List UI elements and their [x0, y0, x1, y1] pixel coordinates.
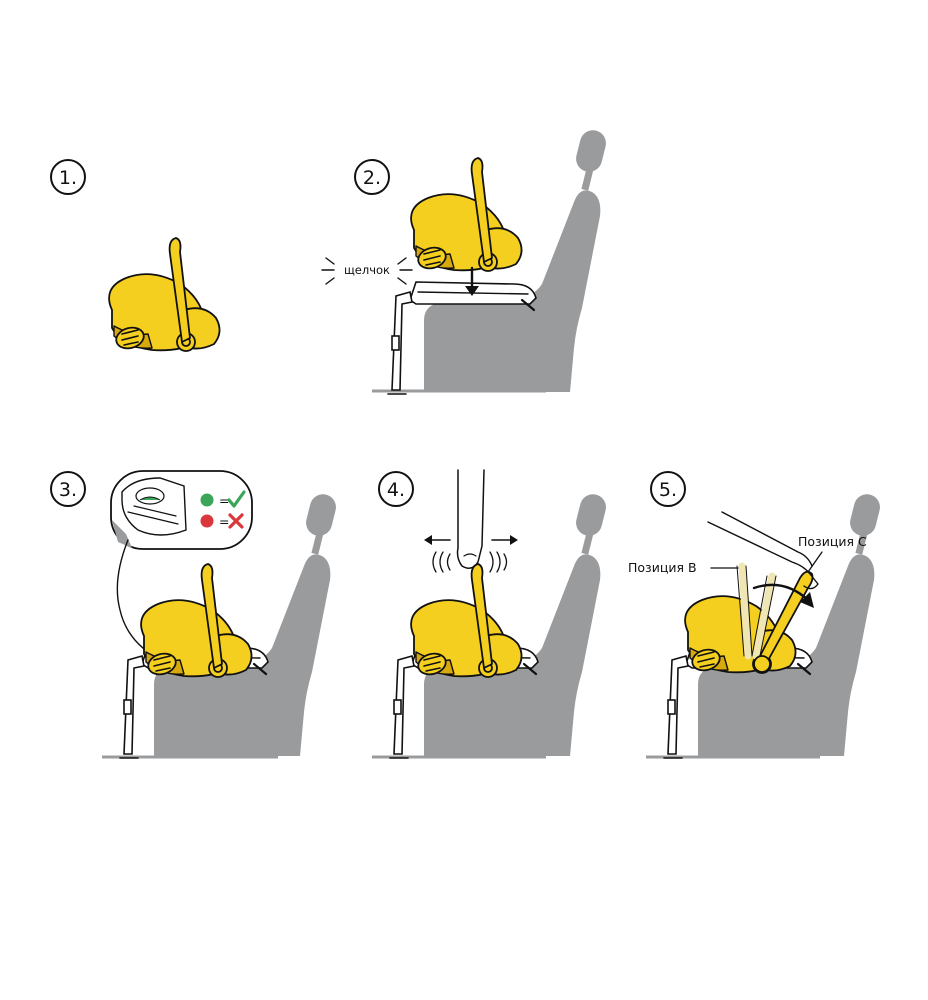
step-1-number: 1.: [59, 167, 77, 189]
indicator-callout: = =: [110, 470, 253, 550]
step-2: 2. щелчок: [321, 127, 609, 396]
handle-position-c: [757, 570, 814, 665]
step-3: 3. = =: [50, 470, 339, 760]
green-indicator-dot: [200, 493, 214, 507]
carrier-illustration: [108, 237, 221, 353]
curved-arrow-icon: [752, 583, 810, 602]
bad-equals: =: [219, 514, 229, 529]
handle-position-b: [738, 562, 752, 660]
hand-icon: [456, 469, 485, 569]
down-arrow-head-icon: [465, 286, 479, 296]
sound-lines-icon: [321, 257, 413, 285]
step-4-number: 4.: [387, 479, 405, 501]
hand-icon: [707, 511, 819, 590]
step-5: 5. Позиция B Позиция C: [628, 471, 883, 760]
carrier-illustration: [410, 563, 523, 679]
cross-icon: [228, 513, 244, 529]
check-icon: [227, 490, 246, 508]
carrier-illustration: [410, 157, 523, 273]
step-5-number: 5.: [659, 479, 677, 501]
step-3-number: 3.: [59, 479, 77, 501]
ok-equals: =: [219, 493, 229, 508]
position-c-label: Позиция C: [798, 534, 867, 549]
step-4: 4.: [372, 469, 609, 760]
step-1: 1.: [50, 159, 221, 353]
red-indicator-dot: [200, 514, 214, 528]
position-b-label: Позиция B: [628, 560, 697, 575]
carrier-illustration: [140, 563, 253, 679]
shake-lines-icon: [432, 551, 508, 573]
step-2-number: 2.: [363, 167, 381, 189]
click-sound-label: щелчок: [344, 263, 390, 277]
